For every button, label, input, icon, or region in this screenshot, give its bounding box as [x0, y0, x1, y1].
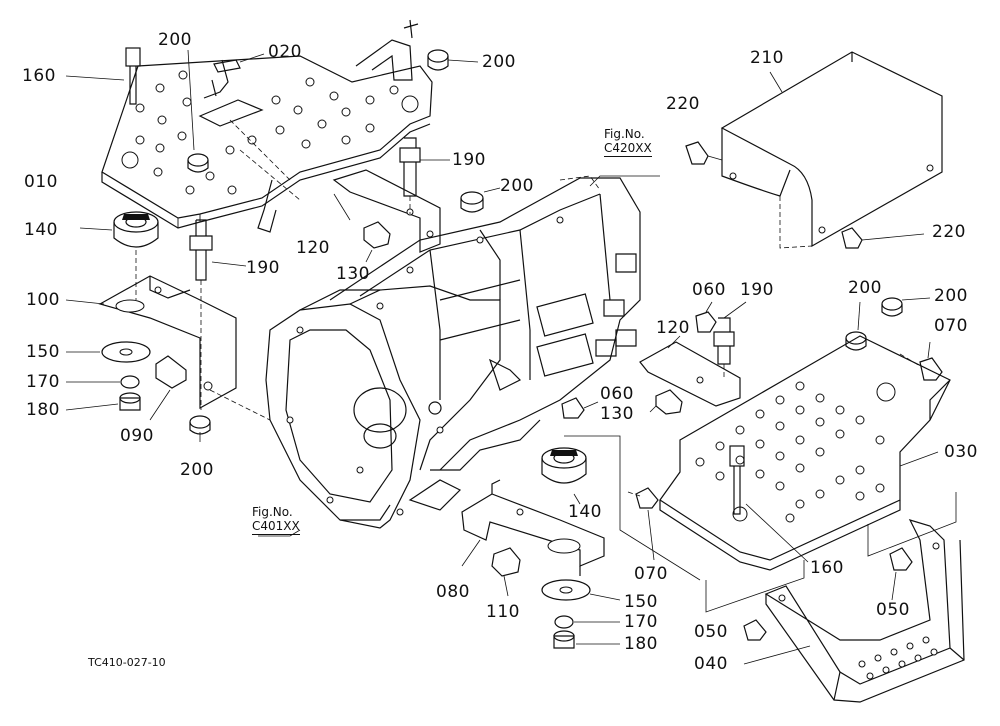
part-label: 170 [26, 372, 60, 392]
bracket-120-upper [332, 169, 441, 253]
nut-200-top [427, 49, 479, 71]
part-label: 150 [624, 592, 658, 612]
part-label: 180 [624, 634, 658, 654]
fig-ref-c420xx: Fig.No. C420XX [604, 127, 652, 157]
part-label: 140 [568, 502, 602, 522]
part-label: 060 [692, 280, 726, 300]
part-label: 210 [750, 48, 784, 68]
part-label: 120 [656, 318, 690, 338]
part-label: 030 [944, 442, 978, 462]
rubber-mount-140-left [79, 211, 159, 248]
part-label: 220 [932, 222, 966, 242]
bolt-090 [491, 547, 521, 597]
right-step-plate [659, 335, 951, 571]
part-label: 190 [452, 150, 486, 170]
part-label: 200 [848, 278, 882, 298]
part-label: 080 [436, 582, 470, 602]
nut-200-mid [460, 187, 501, 213]
bolt-130-lower [649, 389, 683, 415]
bracket-120-right [639, 335, 741, 407]
part-label: 070 [634, 564, 668, 584]
nut-060-upper [695, 301, 717, 333]
part-label: 140 [24, 220, 58, 240]
transmission-housing [209, 175, 641, 529]
fig-ref-code: C401XX [252, 518, 300, 535]
fig-ref-c401xx: Fig.No. C401XX [252, 505, 300, 535]
part-label: 070 [934, 316, 968, 336]
part-label: 040 [694, 654, 728, 674]
part-label: 050 [694, 622, 728, 642]
bracket-080-lower [461, 479, 605, 576]
bolt-110 [149, 355, 187, 421]
part-label: 160 [22, 66, 56, 86]
part-label: 020 [268, 42, 302, 62]
stud-190-right [713, 301, 747, 380]
stud-190-upper [399, 137, 450, 214]
bolt-050-lower [743, 619, 767, 641]
part-label: 120 [296, 238, 330, 258]
fig-ref-code: C420XX [604, 140, 652, 157]
washer-stack-lower [541, 579, 621, 649]
nut-060-lower [561, 397, 599, 419]
bolt-070-right [899, 341, 943, 381]
bolt-220-left [685, 141, 723, 165]
bracket-100-left [65, 275, 237, 410]
part-label: 110 [486, 602, 520, 622]
fig-ref-label: Fig.No. [252, 505, 293, 519]
bolt-130-upper [363, 221, 391, 263]
bolt-220-right [841, 227, 925, 249]
part-label: 090 [120, 426, 154, 446]
step-040 [705, 492, 965, 703]
part-label: 130 [336, 264, 370, 284]
part-label: 050 [876, 600, 910, 620]
bolt-070-lower [627, 487, 659, 561]
part-label: 010 [24, 172, 58, 192]
part-label: 220 [666, 94, 700, 114]
rubber-mount-140-lower [541, 447, 587, 505]
fig-ref-label: Fig.No. [604, 127, 645, 141]
bolt-160-right [729, 445, 809, 563]
nut-200-lower-left [189, 415, 211, 442]
washer-stack-left [65, 341, 151, 411]
part-label: 160 [810, 558, 844, 578]
nut-200-plate [187, 49, 209, 173]
part-label: 150 [26, 342, 60, 362]
part-label: 200 [482, 52, 516, 72]
part-label: 060 [600, 384, 634, 404]
part-label: 200 [180, 460, 214, 480]
nut-200-far-right [881, 297, 931, 317]
part-label: 200 [934, 286, 968, 306]
bolt-160-left [65, 47, 141, 105]
part-label: 190 [246, 258, 280, 278]
nut-200-right-top [845, 301, 867, 351]
stud-190-left [135, 219, 247, 410]
left-step-plate [101, 19, 433, 233]
part-label: 170 [624, 612, 658, 632]
part-label: 180 [26, 400, 60, 420]
part-label: 130 [600, 404, 634, 424]
part-label: 200 [500, 176, 534, 196]
drawing-code: TC410-027-10 [88, 656, 166, 669]
part-label: 100 [26, 290, 60, 310]
cover-210 [720, 51, 943, 249]
part-label: 200 [158, 30, 192, 50]
bolt-050-upper [889, 547, 913, 601]
part-label: 190 [740, 280, 774, 300]
